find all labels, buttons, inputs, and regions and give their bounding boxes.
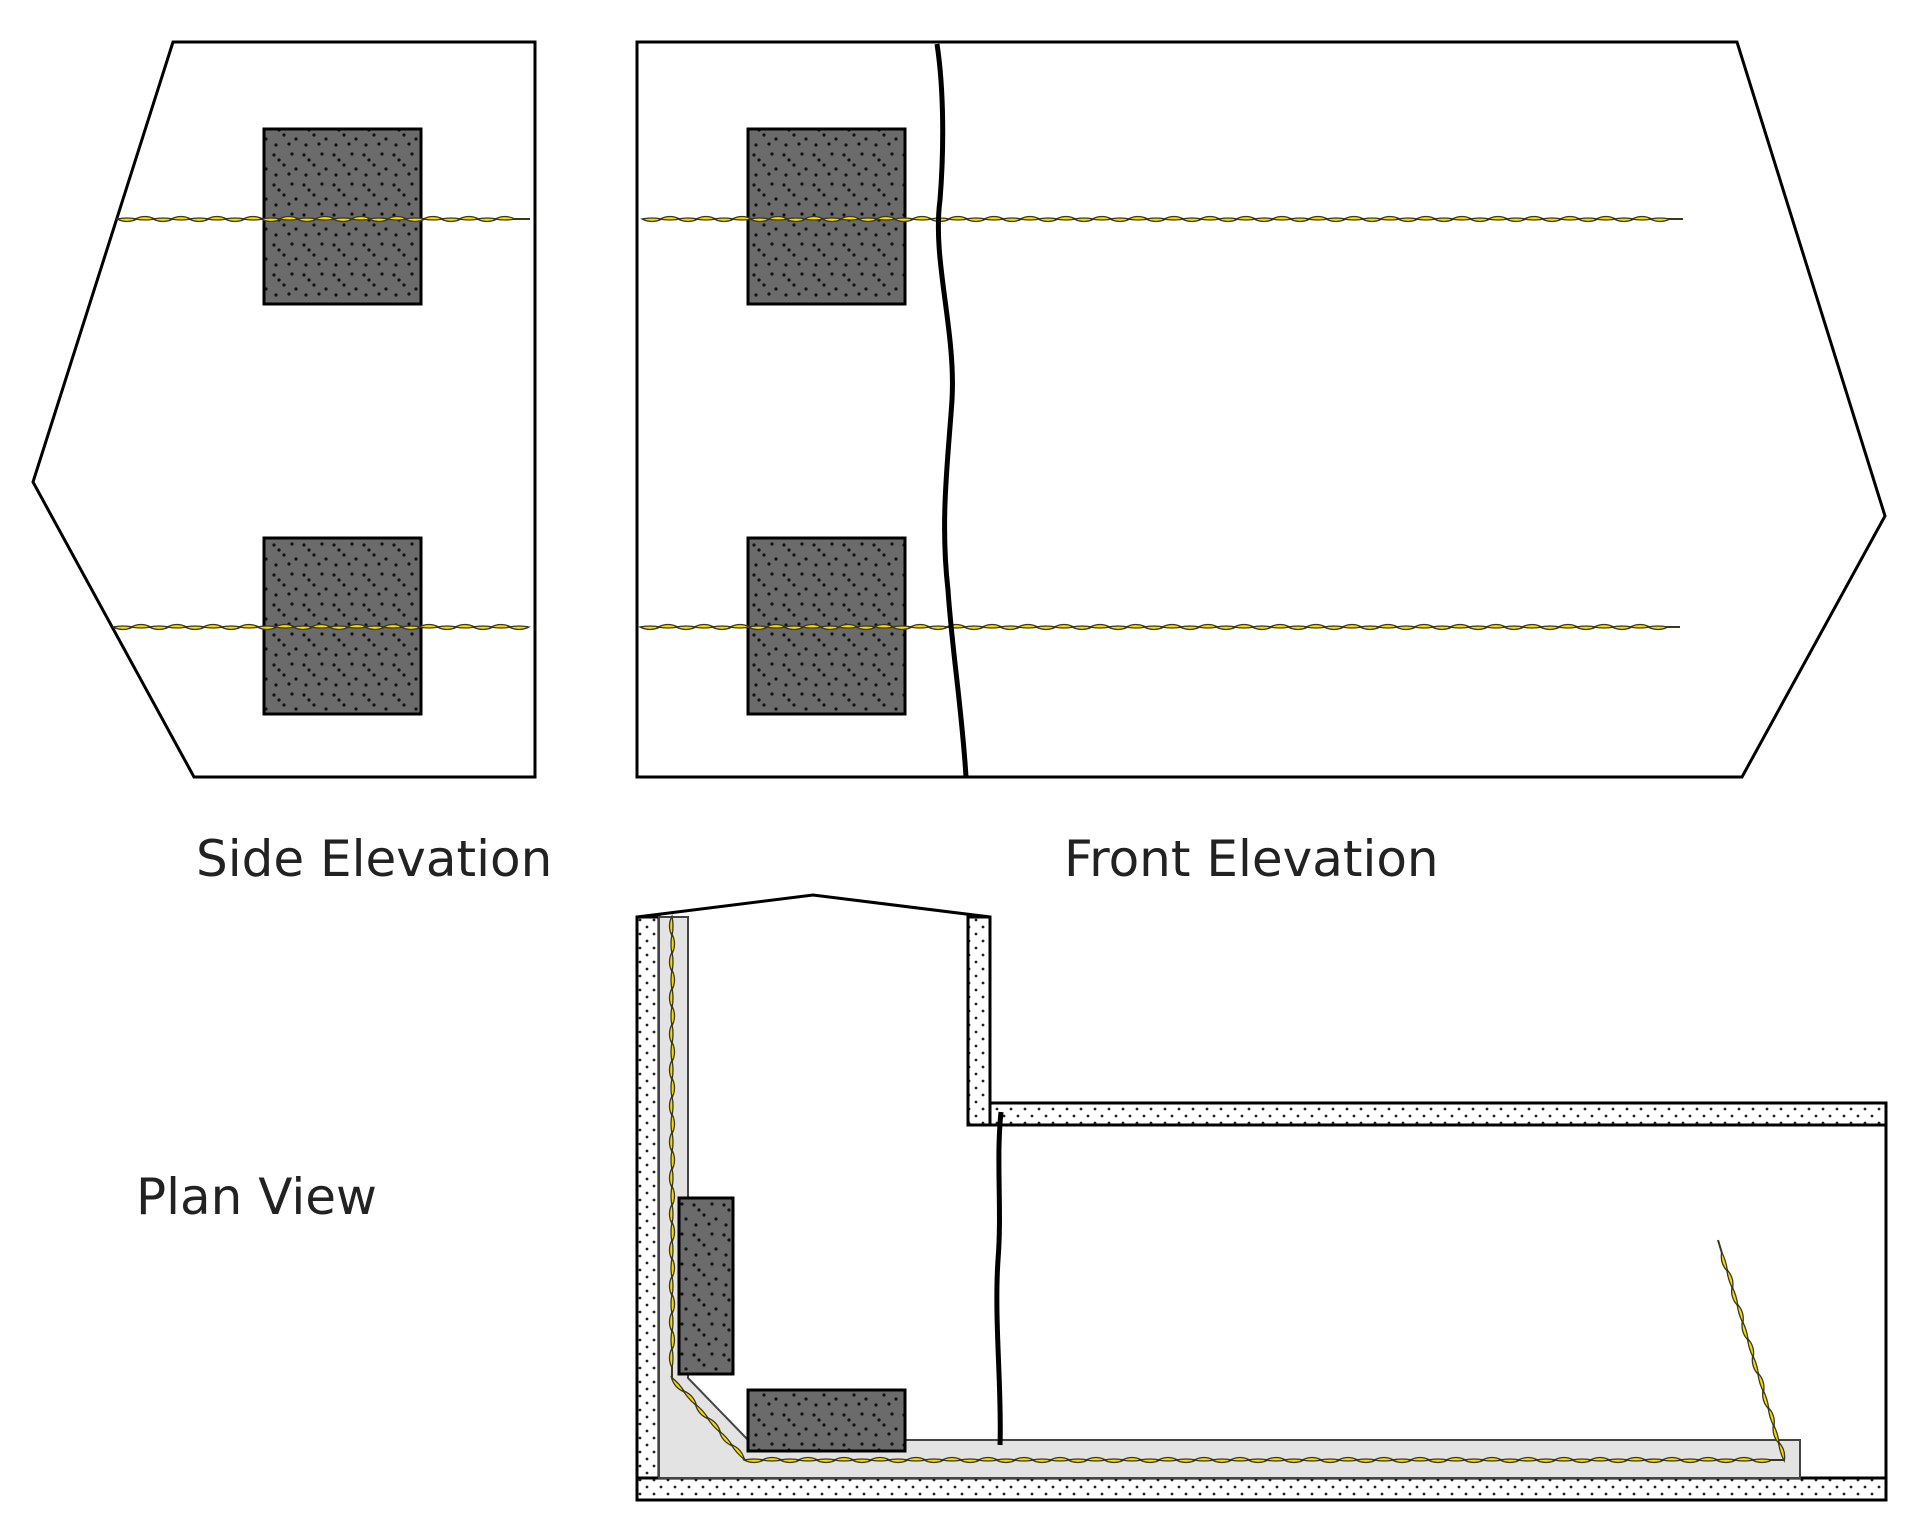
side-elevation [31, 40, 537, 779]
wire-twist [1648, 217, 1672, 223]
stippled-wall-bottom [635, 1476, 1888, 1502]
concrete-block [746, 1388, 907, 1453]
stippled-wall-top [966, 1101, 1888, 1127]
twisted-wire-icon [640, 215, 1683, 223]
twisted-wire-icon [638, 623, 1680, 631]
plan-view-label: Plan View [136, 1168, 377, 1226]
twisted-wire-icon [111, 623, 531, 631]
twisted-wire-icon [1717, 1239, 1786, 1463]
twisted-wire-icon [115, 215, 530, 223]
front-elevation [635, 40, 1887, 779]
concrete-block [677, 1196, 735, 1376]
wire-twist [1646, 625, 1670, 631]
gray-liner [658, 916, 1801, 1479]
joint-line [934, 43, 969, 778]
joint-line [994, 1111, 1004, 1446]
twisted-wire-icon [668, 914, 676, 1378]
twisted-wire-icon [742, 1456, 1784, 1464]
wire-twist [1750, 1458, 1774, 1464]
plan-view [635, 893, 1888, 1502]
stippled-wall-left [635, 915, 661, 1502]
wire-twist [493, 215, 517, 221]
stippled-wall-notch [966, 915, 992, 1127]
wire-twist [507, 625, 531, 631]
wire-twist [668, 1346, 674, 1370]
front-elevation-label: Front Elevation [1064, 830, 1439, 888]
side-elevation-label: Side Elevation [196, 830, 553, 888]
twisted-wire-icon [670, 1375, 746, 1461]
wire-twist [1720, 1250, 1729, 1274]
